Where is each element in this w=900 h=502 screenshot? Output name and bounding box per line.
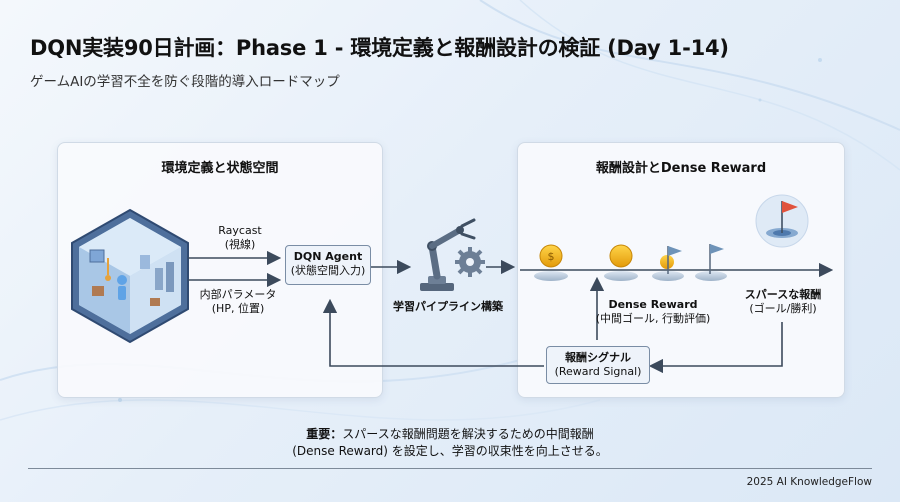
pipeline-label: 学習パイプライン構築	[393, 300, 503, 313]
reward-signal-box: 報酬シグナル (Reward Signal)	[546, 346, 650, 384]
page-title: DQN実装90日計画：Phase 1 - 環境定義と報酬設計の検証 (Day 1…	[30, 36, 729, 60]
footer-credit: 2025 AI KnowledgeFlow	[746, 476, 872, 488]
dense-sub: (中間ゴール, 行動評価)	[595, 312, 711, 325]
dqn-agent-box: DQN Agent (状態空間入力)	[285, 245, 371, 285]
agent-sub: (状態空間入力)	[290, 264, 366, 277]
note-line1: スパースな報酬問題を解決するための中間報酬	[342, 427, 594, 441]
params-label: 内部パラメータ (HP, 位置)	[190, 288, 286, 316]
footer-divider	[28, 468, 872, 469]
important-note: 重要：スパースな報酬問題を解決するための中間報酬 (Dense Reward) …	[0, 426, 900, 460]
dense-title: Dense Reward	[608, 298, 698, 311]
reward-panel-title: 報酬設計とDense Reward	[595, 161, 767, 176]
sparse-title: スパースな報酬	[744, 288, 822, 301]
dense-reward-label: Dense Reward (中間ゴール, 行動評価)	[590, 298, 716, 326]
params-title: 内部パラメータ	[199, 288, 277, 301]
page-subtitle: ゲームAIの学習不全を防ぐ段階的導入ロードマップ	[30, 74, 340, 90]
agent-title: DQN Agent	[293, 250, 363, 263]
raycast-label: Raycast (視線)	[210, 224, 270, 252]
environment-panel-title: 環境定義と状態空間	[161, 161, 279, 176]
note-line2: (Dense Reward) を設定し、学習の収束性を向上させる。	[292, 444, 608, 458]
raycast-title: Raycast	[218, 224, 262, 237]
sparse-reward-label: スパースな報酬 (ゴール/勝利)	[735, 288, 831, 316]
signal-sub: (Reward Signal)	[554, 365, 642, 378]
sparse-sub: (ゴール/勝利)	[749, 302, 817, 315]
signal-title: 報酬シグナル	[565, 351, 631, 364]
raycast-sub: (視線)	[224, 238, 256, 251]
params-sub: (HP, 位置)	[211, 302, 265, 315]
note-prefix: 重要：	[306, 427, 343, 441]
